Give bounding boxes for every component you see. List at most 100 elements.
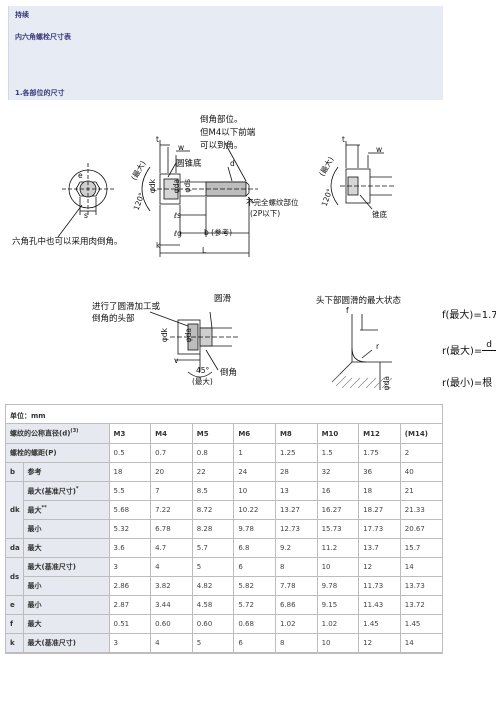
fillet-drawing-svg — [149, 311, 393, 390]
chamfer-note-2: 但M4以下前端 — [200, 128, 256, 138]
table-cell: 5 — [191, 557, 235, 577]
table-cell: 0.5 — [108, 443, 152, 463]
size-header: M12 — [358, 424, 401, 444]
sym-t: t — [156, 135, 159, 144]
table-cell: 2 — [399, 443, 442, 463]
row-label: 最大(基准尺寸) — [22, 633, 110, 653]
table-cell: 18.27 — [358, 500, 401, 520]
row-label-text: 最大(基准尺寸) — [27, 487, 76, 496]
table-cell: 8 — [274, 633, 318, 653]
bottom-angle-max: (最大) — [192, 377, 213, 386]
row-label-text: 最大 — [27, 620, 42, 628]
table-cell: 22 — [191, 462, 235, 482]
table-cell: 12.73 — [274, 519, 318, 539]
sym-e: e — [78, 171, 83, 180]
table-header-row: 螺纹的公称直径(d)(3) M3 M4 M5 M6 M8 M10 M12 (M1… — [6, 424, 442, 444]
head-sym-da: φda — [382, 376, 391, 391]
row-symbol: f — [6, 614, 24, 634]
table-cell: 3.44 — [150, 595, 193, 615]
size-header: M8 — [274, 424, 318, 444]
table-title: 内六角螺栓尺寸表 — [15, 33, 71, 41]
bottom-angle-45: 45° — [196, 366, 210, 375]
table-cell: 40 — [399, 462, 442, 482]
row-note: ** — [41, 504, 47, 511]
sym-k: k — [156, 241, 161, 250]
table-cell: 9.78 — [316, 576, 360, 596]
table-cell: 4 — [150, 557, 193, 577]
table-cell: 1.02 — [274, 614, 318, 634]
table-cell: 3 — [108, 633, 152, 653]
row-symbol: da — [6, 538, 24, 558]
table-cell: 16 — [316, 481, 360, 501]
sym-L: L — [202, 246, 207, 255]
table-cell: 7 — [150, 481, 193, 501]
sym-ls: ℓs — [174, 211, 182, 220]
rounding-label: 圆滑 — [214, 294, 232, 304]
row-label-text: 最小 — [27, 525, 42, 533]
table-cell: 20 — [150, 462, 193, 482]
table-cell: 1.75 — [358, 443, 401, 463]
hex-hole-note: 六角孔中也可以采用肉倒角。 — [12, 237, 123, 247]
table-cell: 9.15 — [316, 595, 360, 615]
size-header: (M14) — [399, 424, 442, 444]
table-cell: 11.2 — [316, 538, 360, 558]
table-cell: 20.67 — [399, 519, 442, 539]
table-cell: 13 — [274, 481, 318, 501]
table-cell: 3.6 — [108, 538, 152, 558]
table-cell: 12 — [358, 633, 401, 653]
table-cell: 0.7 — [150, 443, 193, 463]
nominal-diameter-header: 螺纹的公称直径(d)(3) — [6, 424, 110, 444]
row-symbol: e — [6, 595, 24, 615]
right-sym-w: w — [376, 145, 383, 154]
fillet-note-1: 进行了圆滑加工或 — [92, 302, 161, 312]
row-label: 最大** — [23, 500, 110, 520]
row-label: 最小 — [22, 595, 110, 615]
row-note: * — [75, 485, 79, 492]
row-label: 螺栓的螺距(P) — [6, 443, 110, 463]
head-sym-r: r — [376, 342, 380, 351]
right-cone-label: 锥底 — [372, 210, 387, 219]
table-cell: 5.72 — [233, 595, 276, 615]
table-cell: 6 — [233, 633, 276, 653]
formula-r-min: r(最小)=根 — [442, 378, 493, 389]
table-cell: 6.86 — [274, 595, 318, 615]
unit-label: 单位：mm — [6, 405, 442, 424]
row-label-text: 最大 — [27, 544, 42, 552]
table-cell: 4.58 — [191, 595, 235, 615]
table-cell: 8.5 — [191, 481, 235, 501]
table-cell: 8.72 — [191, 500, 235, 520]
bolt-drawing-svg — [57, 140, 396, 257]
row-label-text: 参考 — [27, 468, 42, 476]
table-cell: 8 — [274, 557, 318, 577]
table-cell: 9.78 — [233, 519, 276, 539]
row-label: 最大(基准尺寸) — [22, 557, 110, 577]
table-cell: 10.22 — [233, 500, 276, 520]
table-cell: 0.68 — [233, 614, 276, 634]
table-cell: 5 — [191, 633, 235, 653]
row-label: 最大 — [22, 538, 110, 558]
table-cell: 16.27 — [316, 500, 360, 520]
table-cell: 1.45 — [358, 614, 401, 634]
row-label: 参考 — [22, 462, 110, 482]
table-cell: 13.7 — [358, 538, 401, 558]
table-cell: 21.33 — [399, 500, 442, 520]
cone-bottom-label: 圆锥底 — [176, 159, 202, 169]
table-cell: 5.5 — [108, 481, 152, 501]
dimension-grid: 螺纹的公称直径(d)(3) M3 M4 M5 M6 M8 M10 M12 (M1… — [6, 424, 442, 653]
right-sym-t: t — [342, 135, 345, 144]
table-cell: 0.51 — [108, 614, 152, 634]
table-cell: 32 — [316, 462, 360, 482]
table-cell: 10 — [233, 481, 276, 501]
incomplete-thread-1: 不完全螺纹部位 — [246, 198, 299, 207]
table-cell: 0.8 — [191, 443, 235, 463]
fillet-note-2: 倒角的头部 — [92, 314, 135, 324]
nominal-diameter-note: (3) — [70, 428, 79, 435]
table-cell: 1 — [233, 443, 276, 463]
table-cell: 2.87 — [108, 595, 152, 615]
table-cell: 12 — [358, 557, 401, 577]
table-cell: 15.7 — [399, 538, 442, 558]
